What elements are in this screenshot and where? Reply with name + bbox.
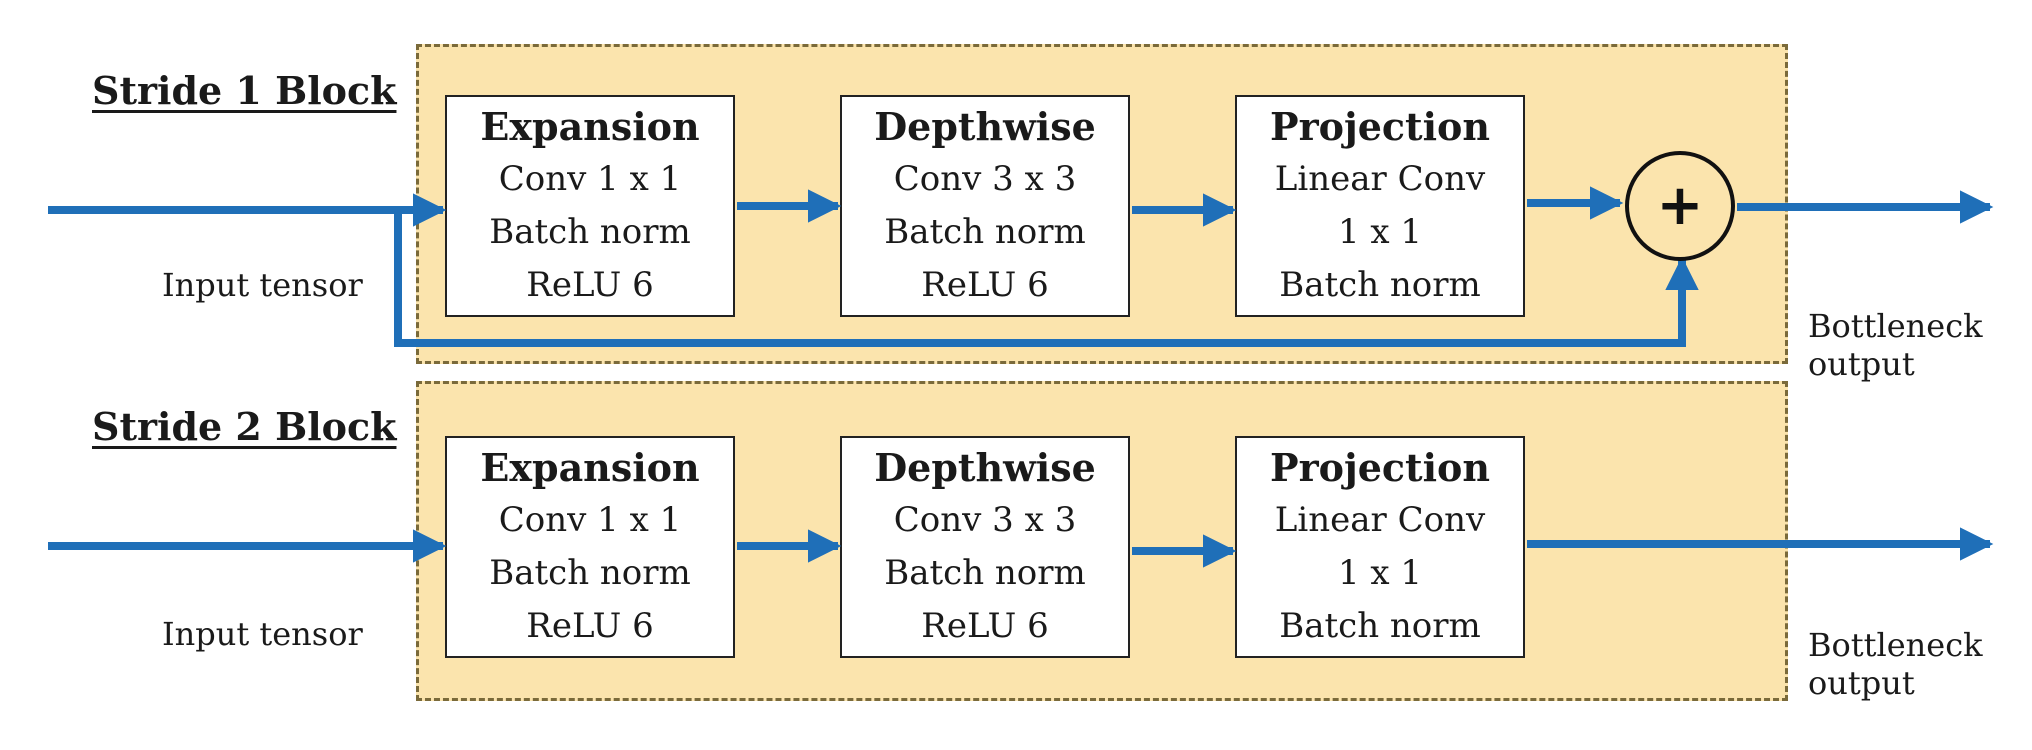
- box-line: Conv 1 x 1: [498, 499, 682, 540]
- box-line: Batch norm: [884, 552, 1086, 593]
- box-title: Depthwise: [874, 444, 1096, 490]
- box-title: Projection: [1270, 444, 1490, 490]
- stride1-skip-connection: [394, 210, 1699, 347]
- box-title: Projection: [1270, 103, 1490, 149]
- stride2-depthwise-box: Depthwise Conv 3 x 3 Batch norm ReLU 6: [840, 436, 1130, 658]
- box-line: ReLU 6: [921, 264, 1049, 305]
- box-line: Batch norm: [1279, 605, 1481, 646]
- box-line: Batch norm: [489, 552, 691, 593]
- stride2-output-label-line2: output: [1808, 664, 1915, 702]
- box-line: ReLU 6: [526, 264, 654, 305]
- box-line: Batch norm: [489, 211, 691, 252]
- box-line: 1 x 1: [1337, 552, 1423, 593]
- box-line: Batch norm: [1279, 264, 1481, 305]
- box-line: ReLU 6: [921, 605, 1049, 646]
- box-title: Expansion: [480, 444, 700, 490]
- stride1-depthwise-box: Depthwise Conv 3 x 3 Batch norm ReLU 6: [840, 95, 1130, 317]
- box-line: Conv 1 x 1: [498, 158, 682, 199]
- stride2-input-tensor-label: Input tensor: [162, 615, 363, 653]
- stride1-block-title: Stride 1 Block: [92, 68, 397, 113]
- stride1-projection-box: Projection Linear Conv 1 x 1 Batch norm: [1235, 95, 1525, 317]
- add-operator-symbol: +: [1657, 173, 1704, 238]
- box-line: Linear Conv: [1274, 499, 1486, 540]
- add-operator-circle: [1625, 151, 1735, 261]
- stride1-output-label-line2: output: [1808, 345, 1915, 383]
- box-line: Linear Conv: [1274, 158, 1486, 199]
- stride2-expansion-box: Expansion Conv 1 x 1 Batch norm ReLU 6: [445, 436, 735, 658]
- stride1-input-tensor-label: Input tensor: [162, 266, 363, 304]
- box-line: Conv 3 x 3: [893, 499, 1077, 540]
- box-line: Batch norm: [884, 211, 1086, 252]
- stride1-output-label-line1: Bottleneck: [1808, 307, 1983, 345]
- stride1-expansion-box: Expansion Conv 1 x 1 Batch norm ReLU 6: [445, 95, 735, 317]
- stride2-block-title: Stride 2 Block: [92, 404, 397, 449]
- box-line: Conv 3 x 3: [893, 158, 1077, 199]
- stride2-output-label-line1: Bottleneck: [1808, 626, 1983, 664]
- stride2-projection-box: Projection Linear Conv 1 x 1 Batch norm: [1235, 436, 1525, 658]
- box-line: ReLU 6: [526, 605, 654, 646]
- box-title: Depthwise: [874, 103, 1096, 149]
- box-title: Expansion: [480, 103, 700, 149]
- box-line: 1 x 1: [1337, 211, 1423, 252]
